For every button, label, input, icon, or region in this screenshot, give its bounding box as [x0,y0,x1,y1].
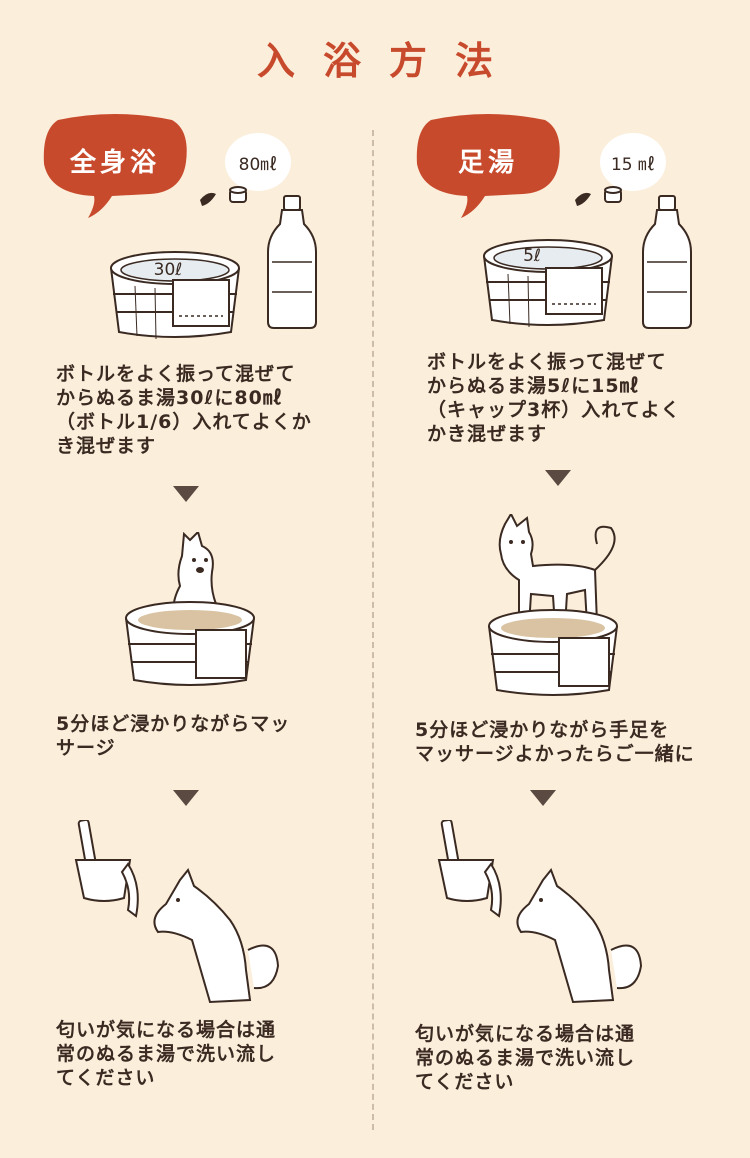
full-bath-volume: 30ℓ [153,260,183,280]
full-bath-step3: 匂いが気になる場合は通 常のぬるま湯で洗い流し てください [56,1019,277,1089]
full-bath-column: 全身浴 80㎖ 30ℓ [43,114,317,1089]
cap-icon [575,186,622,206]
full-bath-step2: 5分ほど浸かりながらマッ サージ [56,713,291,759]
arrow-down-icon [173,790,199,806]
dog-standing-icon [488,514,618,696]
dog-with-scoop-icon [437,820,643,1004]
cap-icon [200,186,247,206]
dose-circle-icon [225,133,291,191]
foot-bath-volume: 5ℓ [523,246,541,266]
page-title: 入浴方法 [256,39,521,83]
foot-bath-step3: 匂いが気になる場合は通 常のぬるま湯で洗い流し てください [415,1023,636,1093]
full-bath-dose: 80㎖ [238,155,278,175]
speech-bubble-icon [43,114,187,218]
foot-bath-column: 足湯 15 ㎖ 5ℓ ボトルをよく振って混ぜて [375,0,750,1158]
foot-bath-dose: 15 ㎖ [610,155,656,175]
foot-bath-step1: ボトルをよく振って混ぜて からぬるま湯5ℓに15㎖ （キャップ3杯）入れてよく … [427,351,681,445]
arrow-down-icon [530,790,556,806]
arrow-down-icon [173,486,199,502]
column-divider [372,130,374,1130]
dog-in-bucket-icon [125,532,255,686]
dose-circle-icon [600,133,666,191]
foot-bath-step2: 5分ほど浸かりながら手足を マッサージよかったらご一緒に [415,719,695,765]
full-bath-tag: 全身浴 [69,148,160,178]
speech-bubble-icon [416,114,560,218]
dog-with-scoop-icon [74,820,280,1004]
bottle-icon [642,195,692,329]
bucket-icon [483,239,613,328]
full-bath-step1: ボトルをよく振って混ぜて からぬるま湯30ℓに80㎖ （ボトル1/6）入れてよく… [56,363,312,457]
bucket-icon [110,251,240,340]
foot-bath-tag: 足湯 [457,148,518,178]
bottle-icon [267,195,317,329]
arrow-down-icon [545,470,571,486]
